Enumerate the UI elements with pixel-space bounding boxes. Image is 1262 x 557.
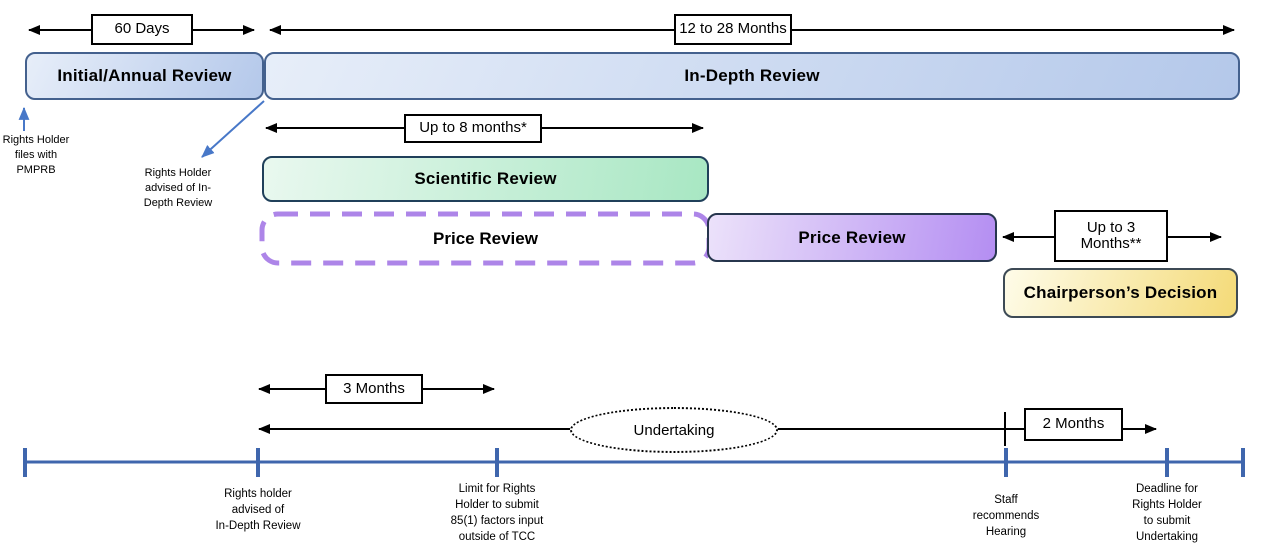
milestone-advised-in-depth: Rights holder advised of In-Depth Review — [215, 488, 301, 533]
milestone-85-1-factors-limit: Limit for Rights Holder to submit 85(1) … — [450, 483, 544, 544]
in-depth-review-box: In-Depth Review — [264, 52, 1240, 100]
up-to-3-months-label: Up to 3 Months** — [1054, 210, 1168, 262]
chairperson-decision-box: Chairperson’s Decision — [1003, 268, 1238, 318]
milestone-undertaking-deadline: Deadline for Rights Holder to submit Und… — [1132, 483, 1202, 544]
price-review-solid-box: Price Review — [707, 213, 997, 262]
3-months-label: 3 Months — [325, 374, 423, 404]
undertaking-ellipse: Undertaking — [570, 407, 778, 453]
advised-of-in-depth-arrow — [201, 100, 265, 158]
rights-holder-advised-note: Rights Holder advised of In- Depth Revie… — [143, 167, 213, 209]
rights-holder-files-note: Rights Holder files with PMPRB — [2, 134, 70, 176]
2-months-label: 2 Months — [1024, 408, 1123, 441]
bottom-timeline — [23, 448, 1245, 477]
price-review-dashed-box: Price Review — [433, 228, 538, 248]
60-days-label: 60 Days — [91, 14, 193, 45]
scientific-review-box: Scientific Review — [262, 156, 709, 202]
12-28-months-label: 12 to 28 Months — [674, 14, 792, 45]
up-to-8-months-label: Up to 8 months* — [404, 114, 542, 143]
initial-annual-review-box: Initial/Annual Review — [25, 52, 264, 100]
milestone-staff-recommends-hearing: Staff recommends Hearing — [972, 494, 1040, 539]
